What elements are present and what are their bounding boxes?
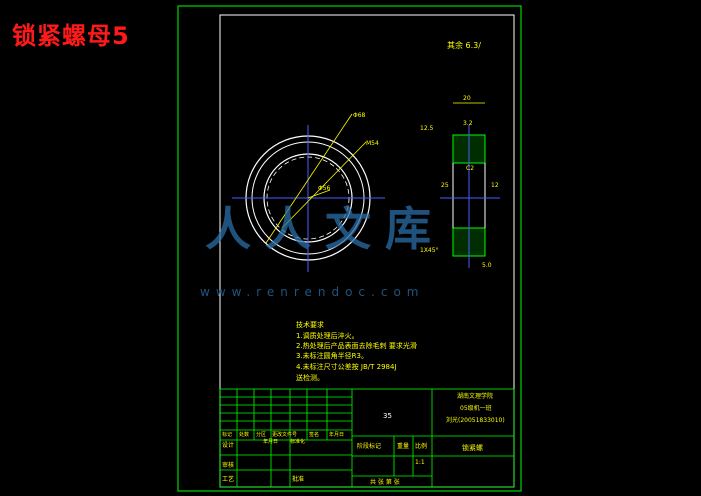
tech-item-1: 1.调质处理后淬火。 (296, 331, 359, 340)
bore-label: Φ56 (318, 185, 331, 192)
top-width-label: 20 (463, 95, 471, 102)
weight-label: 重量 (397, 442, 409, 450)
od-leader (265, 113, 353, 244)
outer-frame (177, 5, 522, 492)
left-mid-label: 25 (441, 182, 449, 189)
title-block-text: 35 湖南文理学院 05级机一班 刘光(20051833010) 锁紧螺 阶段标… (222, 392, 505, 486)
scale-label: 比例 (415, 442, 427, 450)
surface-finish-label: 3.2 (463, 120, 473, 127)
col-count: 处数 (239, 431, 249, 438)
sheet-count: 共 张 第 张 (370, 478, 400, 486)
school-name: 湖南文理学院 (457, 392, 493, 400)
front-view: Φ68 M54 Φ56 (232, 112, 385, 272)
tech-item-5: 送检测。 (296, 373, 324, 382)
thread-label: M54 (366, 140, 379, 147)
page-title: 锁紧螺母5 (12, 22, 130, 50)
watermark-url: www.renrendoc.com (200, 285, 424, 299)
col-zone: 分区 (256, 431, 266, 438)
bore-leader (307, 189, 331, 199)
title-block (219, 388, 515, 488)
scale-value: 1:1 (415, 459, 425, 466)
col-mark: 标记 (222, 431, 232, 438)
tech-heading: 技术要求 (296, 320, 324, 329)
roughness-note: 其余 6.3/ (447, 40, 481, 50)
watermark-logo: 人人文库 (205, 202, 445, 256)
tech-item-2: 2.热处理后产品表面去除毛刺 要求光滑 (296, 341, 417, 350)
tech-requirements: 技术要求 1.调质处理后淬火。 2.热处理后产品表面去除毛刺 要求光滑 3.未标… (296, 320, 417, 382)
left-bottom-label: 1X45° (420, 247, 439, 254)
part-name: 锁紧螺 (462, 443, 483, 452)
chamfer-label: C2 (466, 165, 474, 172)
date-label: 年月日 (263, 438, 278, 445)
watermark: 人人文库 www.renrendoc.com (200, 202, 445, 299)
col-change: 更改文件号 (272, 431, 297, 438)
quantity: 35 (383, 412, 392, 420)
designer-label: 设计 (222, 441, 234, 449)
student-name: 刘光(20051833010) (446, 416, 505, 424)
right-label: 12 (491, 182, 499, 189)
section-view: 20 3.2 C2 12.5 25 12 1X45° 5.0 (420, 95, 500, 269)
tech-item-3: 3.未标注圆角半径R3。 (296, 351, 368, 360)
col-sign: 签名 (309, 431, 319, 438)
process-label: 工艺 (222, 475, 234, 483)
title-block-border (219, 388, 515, 488)
standard-label: 标准化 (290, 438, 305, 445)
col-date: 年月日 (329, 431, 344, 438)
tech-item-4: 4.未标注尺寸公差按 JB/T 2984J (296, 362, 397, 371)
approve-label: 批准 (292, 475, 304, 483)
od-label: Φ68 (353, 112, 366, 119)
reviewer-label: 审核 (222, 461, 234, 469)
class-name: 05级机一班 (460, 404, 492, 412)
left-top-label: 12.5 (420, 125, 434, 132)
thread-leader (281, 141, 367, 229)
stage-label: 阶段标记 (357, 442, 381, 450)
bottom-label: 5.0 (482, 262, 492, 269)
